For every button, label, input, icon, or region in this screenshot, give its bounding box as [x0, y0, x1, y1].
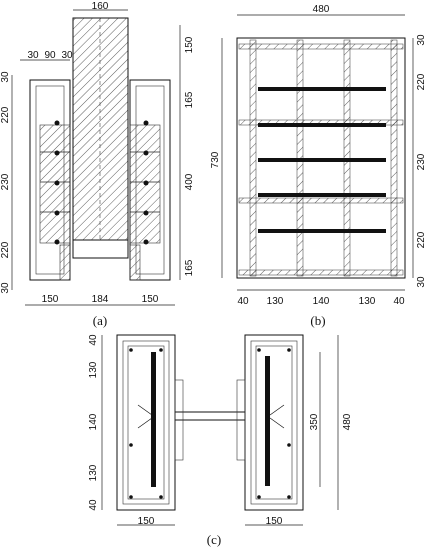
panel-c-dim-left-1: 130	[88, 361, 99, 378]
panel-b-width-dim: 480	[313, 4, 330, 15]
panel-b-dim-right-1: 220	[416, 73, 427, 90]
panel-a-dim-bottom-0: 150	[42, 294, 59, 305]
panel-a-dim-right-0: 150	[184, 36, 195, 53]
panel-a-elevation: 160 30 90 30 150 165 400 165 30 220 230 …	[0, 1, 195, 328]
panel-a-dim-left-2: 230	[0, 173, 11, 190]
panel-a-caption: (a)	[93, 313, 107, 328]
panel-c-connector	[137, 379, 285, 461]
panel-b-dim-right-3: 220	[416, 231, 427, 248]
panel-b-slab-outline	[236, 37, 406, 279]
panel-c-caption: (c)	[207, 532, 221, 547]
panel-c-dim-bottom-1: 150	[266, 516, 283, 527]
panel-a-dim-bottom-1: 184	[92, 294, 109, 305]
panel-c-right-plate	[265, 356, 270, 486]
panel-a-dim-left-0: 30	[0, 71, 11, 83]
panel-c-dim-right-0: 350	[309, 413, 320, 430]
panel-a-left-anchors	[54, 120, 60, 245]
panel-b-dim-bottom-3: 130	[359, 296, 376, 307]
panel-b-dim-right-2: 230	[416, 153, 427, 170]
panel-c-dim-right-1: 480	[342, 413, 353, 430]
panel-b-dim-bottom-0: 40	[237, 296, 249, 307]
panel-a-dim-top-2: 90	[44, 50, 56, 61]
panel-a-central-beam	[72, 17, 129, 259]
panel-c-dim-left-0: 40	[88, 334, 99, 346]
panel-c-dim-left-2: 140	[88, 413, 99, 430]
panel-a-dim-left-3: 220	[0, 241, 11, 258]
panel-c-dim-left-3: 130	[88, 464, 99, 481]
panel-b-plan: 480 730 30 220 230 220 30 40 130 140 130…	[210, 4, 427, 328]
panel-c-left-plate	[151, 352, 156, 487]
panel-b-height-dim: 730	[210, 151, 221, 168]
panel-a-dim-right-3: 165	[184, 259, 195, 276]
panel-a-dim-right-1: 165	[184, 91, 195, 108]
panel-a-dim-top-3: 30	[61, 50, 73, 61]
panel-a-dimension-lines	[11, 9, 181, 306]
panel-b-steel-bars	[258, 87, 386, 233]
panel-a-dim-left-1: 220	[0, 106, 11, 123]
panel-b-dim-bottom-1: 130	[267, 296, 284, 307]
panel-b-dim-bottom-2: 140	[313, 296, 330, 307]
panel-b-dim-right-4: 30	[416, 276, 427, 288]
panel-a-dim-top-0: 160	[92, 1, 109, 12]
panel-b-dim-bottom-4: 40	[393, 296, 405, 307]
panel-b-dim-right-0: 30	[416, 34, 427, 46]
panel-a-dim-bottom-2: 150	[142, 294, 159, 305]
panel-a-dim-left-4: 30	[0, 282, 11, 294]
panel-a-dim-top-1: 30	[27, 50, 39, 61]
panel-c-right-member	[244, 334, 304, 511]
panel-c-section: 40 130 140 130 40 350 480 150 150 (c)	[88, 334, 353, 547]
panel-c-dim-left-4: 40	[88, 499, 99, 511]
panel-c-dim-bottom-0: 150	[138, 516, 155, 527]
panel-b-caption: (b)	[310, 313, 325, 328]
panel-a-dim-right-2: 400	[184, 173, 195, 190]
panel-a-right-anchors	[143, 120, 149, 245]
